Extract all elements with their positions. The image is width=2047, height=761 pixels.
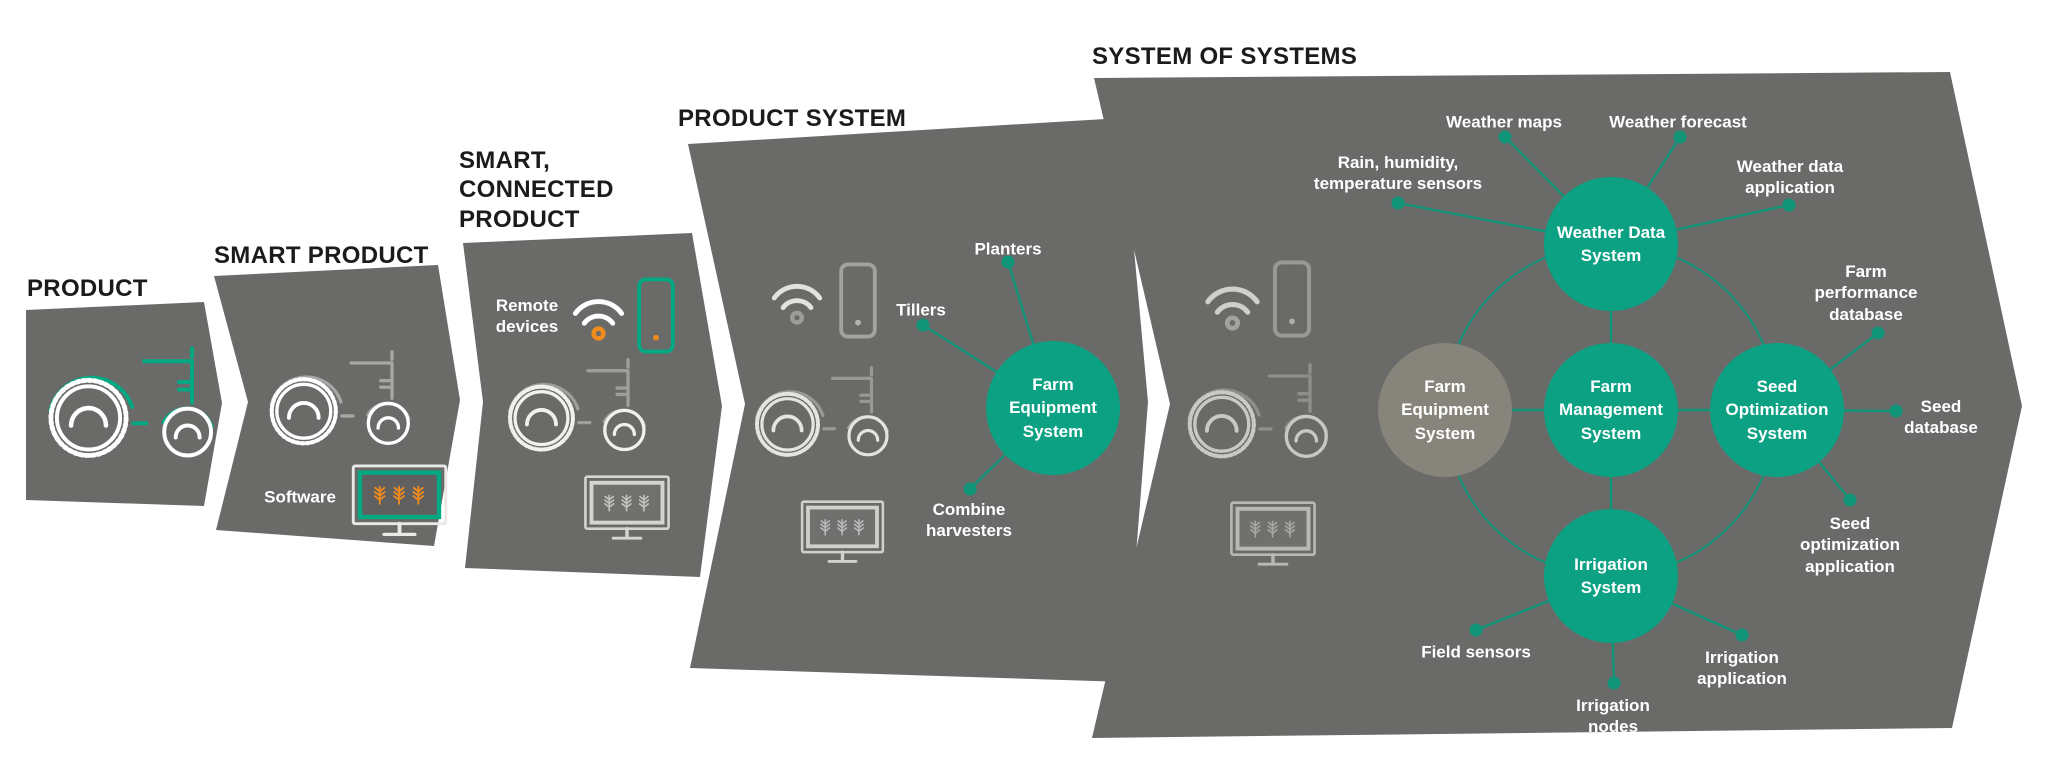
- satellite-label-field-sensors: Field sensors: [1421, 642, 1531, 662]
- tractor-icon: [266, 350, 414, 454]
- farm-management-system-circle: Farm Management System: [1544, 343, 1678, 477]
- smartphone-icon: [636, 277, 676, 354]
- satellite-label-rain-humidity-temperature-sensors: Rain, humidity, temperature sensors: [1313, 152, 1483, 193]
- smartphone-icon: [838, 262, 878, 339]
- heading-smart-product: SMART PRODUCT: [214, 242, 429, 269]
- wifi-signal-icon: [769, 277, 825, 326]
- tractor-icon: [45, 346, 217, 468]
- tractor-icon: [1185, 363, 1331, 467]
- smartphone-icon: [1272, 260, 1312, 338]
- software-label: Software: [264, 487, 336, 507]
- software-monitor-icon: [800, 500, 885, 569]
- tractor-icon: [752, 366, 892, 465]
- software-monitor-icon: [351, 464, 448, 543]
- heading-product: PRODUCT: [27, 275, 148, 302]
- satellite-label-farm-performance-database: Farm performance database: [1814, 262, 1918, 324]
- heading-smart-connected-product: SMART, CONNECTED PRODUCT: [459, 147, 614, 233]
- satellite-label-seed-optimization-application: Seed optimization application: [1799, 514, 1901, 576]
- satellite-label-tillers: Tillers: [896, 300, 946, 320]
- heading-system-of-systems: SYSTEM OF SYSTEMS: [1092, 43, 1358, 70]
- satellite-label-weather-forecast: Weather forecast: [1609, 112, 1747, 132]
- software-monitor-icon: [583, 475, 671, 546]
- satellite-label-weather-data-application: Weather data application: [1736, 156, 1844, 197]
- wifi-signal-icon: [570, 292, 627, 342]
- satellite-label-weather-maps: Weather maps: [1446, 112, 1562, 132]
- satellite-label-irrigation-application: Irrigation application: [1697, 647, 1787, 688]
- irrigation-system-circle: Irrigation System: [1544, 509, 1678, 643]
- software-monitor-icon: [1229, 501, 1317, 572]
- farm-equipment-system-circle: Farm Equipment System: [986, 341, 1120, 475]
- tractor-icon: [505, 358, 649, 460]
- wifi-signal-icon: [1202, 279, 1263, 332]
- farm-equipment-system-circle: Farm Equipment System: [1378, 343, 1512, 477]
- satellite-label-combine-harvesters: Combine harvesters: [925, 499, 1012, 540]
- satellite-label-irrigation-nodes: Irrigation nodes: [1576, 695, 1650, 736]
- weather-data-system-circle: Weather Data System: [1544, 177, 1678, 311]
- heading-product-system: PRODUCT SYSTEM: [678, 105, 907, 132]
- satellite-label-planters: Planters: [974, 239, 1042, 259]
- seed-optimization-system-circle: Seed Optimization System: [1710, 343, 1844, 477]
- remote-devices-label: Remote devices: [495, 295, 559, 336]
- satellite-label-seed-database: Seed database: [1904, 396, 1978, 437]
